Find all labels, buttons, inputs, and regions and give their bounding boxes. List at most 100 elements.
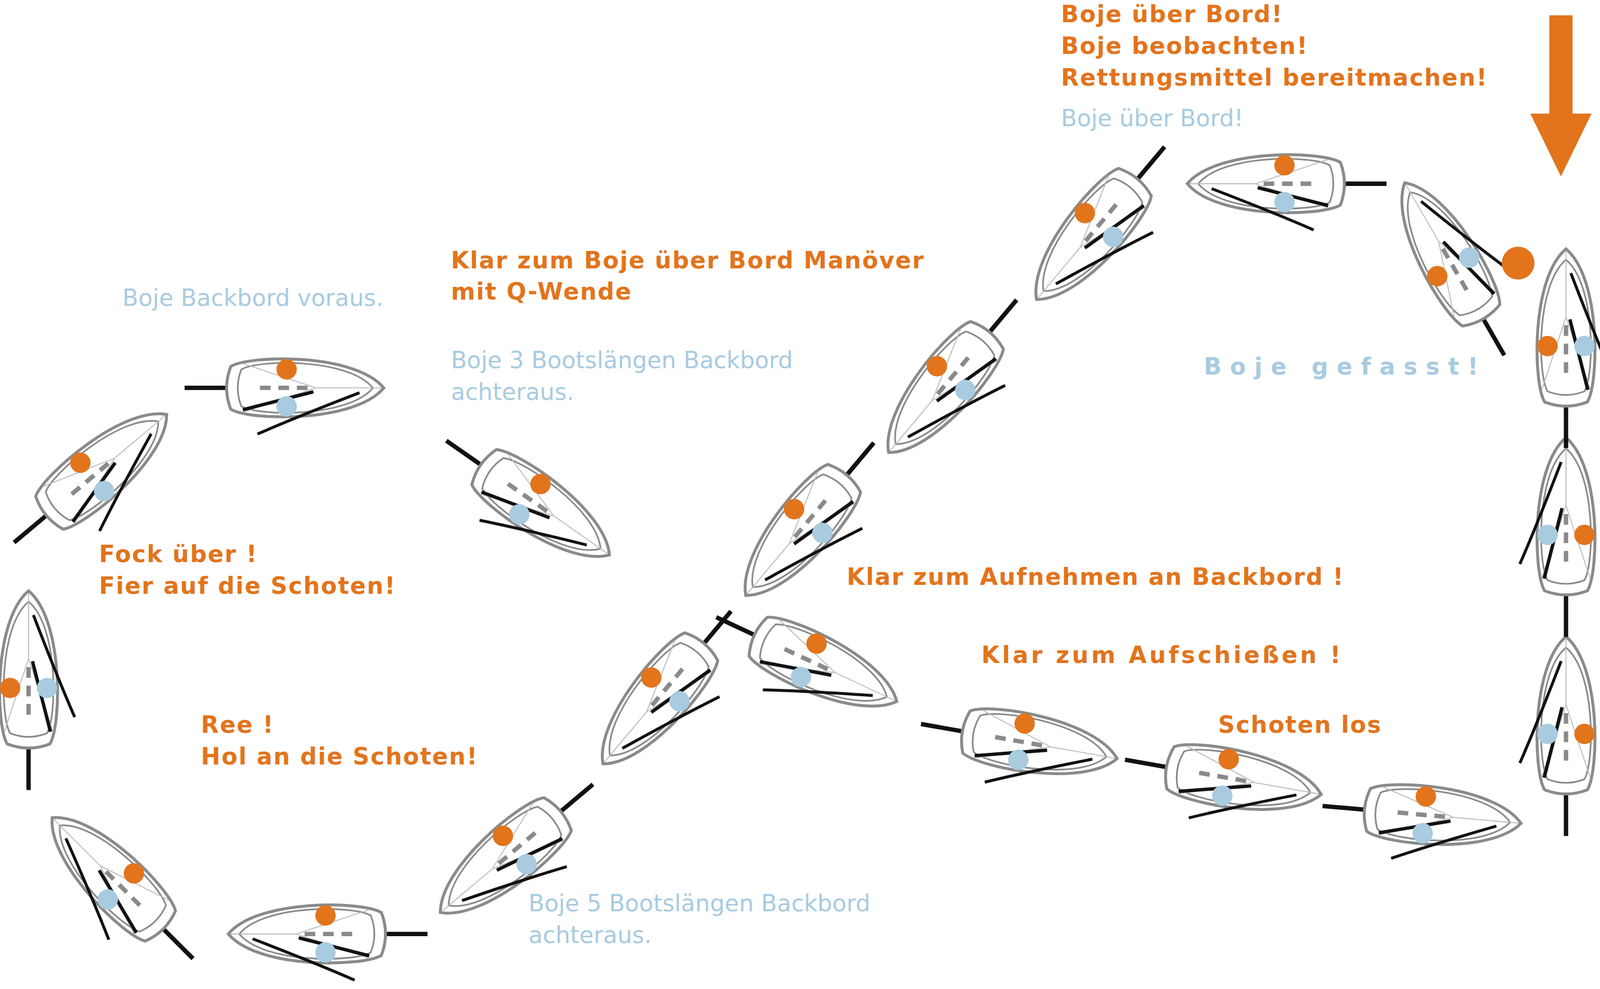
centerline — [1563, 709, 1568, 761]
crew-blue — [951, 375, 980, 404]
crew-orange — [1070, 198, 1099, 228]
centerline — [1259, 181, 1312, 186]
jib-sheet — [1056, 205, 1154, 310]
jib-sheet — [1188, 776, 1297, 836]
buoy — [1501, 246, 1535, 280]
jib-sheet — [907, 358, 1005, 464]
crew-orange — [276, 359, 297, 380]
boat — [0, 590, 75, 790]
crew-blue — [1574, 335, 1595, 357]
command-text: Ree ! — [201, 711, 275, 739]
jib-sheet — [1570, 273, 1600, 375]
crew-orange — [66, 448, 95, 477]
rigging — [758, 619, 906, 722]
centerline — [26, 663, 31, 715]
rigging — [230, 909, 370, 958]
rigging — [242, 363, 382, 412]
jib-sheet — [479, 486, 587, 579]
command-text: Rettungsmittel bereitmachen! — [1060, 64, 1489, 92]
boat — [1187, 154, 1387, 230]
crew-orange — [636, 662, 666, 692]
jib-sheet — [33, 614, 75, 717]
crew-blue — [89, 476, 119, 505]
boom — [61, 462, 127, 522]
crew-orange — [922, 351, 952, 381]
crew-orange — [779, 494, 809, 523]
hull — [27, 391, 186, 538]
crew-orange — [1537, 335, 1558, 357]
hull-inner — [1373, 785, 1513, 847]
boom — [1084, 193, 1144, 260]
tiller — [26, 748, 31, 790]
boat — [184, 358, 384, 434]
jib-sheet — [1391, 816, 1497, 868]
jib-sheet — [984, 740, 1093, 800]
boat — [228, 904, 428, 980]
centerline — [995, 736, 1046, 746]
hull — [31, 796, 184, 949]
command-text: Schoten los — [1218, 711, 1382, 739]
wind-arrow-shaft — [1549, 15, 1573, 116]
crew-blue — [36, 677, 58, 699]
rigging — [1189, 159, 1329, 209]
boat — [697, 590, 910, 743]
boat — [1116, 730, 1326, 840]
status-text: achteraus. — [450, 378, 574, 406]
rigging — [1541, 439, 1591, 579]
rigging — [1541, 251, 1591, 390]
crew-blue — [1537, 524, 1558, 545]
tiller — [1563, 794, 1568, 836]
boat — [866, 280, 1052, 482]
tiller — [386, 931, 428, 936]
command-text: Hol an die Schoten! — [201, 742, 479, 770]
command-text: Fock über ! — [98, 540, 258, 568]
hull — [866, 313, 1012, 472]
jib-sheet — [1420, 180, 1508, 290]
rigging — [1541, 638, 1591, 778]
rigging — [36, 801, 169, 934]
command-text: mit Q-Wende — [450, 278, 633, 306]
tiller — [14, 515, 46, 543]
tiller — [990, 299, 1017, 332]
hull — [1537, 636, 1596, 794]
tiller — [1563, 595, 1568, 637]
crew-orange — [803, 629, 831, 657]
jib-sheet — [763, 652, 873, 733]
hull — [226, 358, 384, 417]
boom — [1443, 232, 1494, 304]
crew-orange — [1574, 524, 1595, 545]
crew-orange — [119, 858, 149, 888]
jib-sheet — [1211, 188, 1314, 230]
crew-orange — [1216, 747, 1241, 771]
hull — [1187, 154, 1345, 213]
jib-sheet — [252, 938, 355, 980]
rigging — [480, 454, 622, 574]
command-text: Boje über Bord! — [1060, 1, 1284, 28]
tiller — [1137, 146, 1165, 179]
boat — [1379, 159, 1545, 370]
hull — [228, 904, 386, 963]
jib-sheet — [72, 433, 178, 531]
crew-blue — [787, 663, 815, 691]
rigging — [974, 709, 1119, 782]
hull-inner — [754, 616, 898, 720]
hull — [957, 702, 1123, 787]
crew-blue — [505, 500, 534, 529]
boat — [913, 694, 1123, 804]
crew-blue — [315, 941, 336, 963]
crew-orange — [1274, 154, 1295, 176]
jib-sheet — [462, 834, 567, 932]
hull — [1537, 437, 1596, 595]
hull — [1379, 167, 1509, 334]
centerline — [1397, 812, 1449, 817]
tiller — [184, 385, 227, 390]
crew-blue — [93, 884, 123, 914]
hull — [1537, 248, 1596, 407]
status-text: Boje 5 Bootslängen Backbord — [528, 889, 871, 917]
command-text: Boje beobachten! — [1060, 32, 1308, 60]
crew-orange — [1423, 261, 1452, 290]
status-text: achteraus. — [528, 921, 652, 949]
jib-sheet — [257, 392, 360, 434]
command-text: Klar zum Boje über Bord Manöver — [450, 247, 925, 275]
